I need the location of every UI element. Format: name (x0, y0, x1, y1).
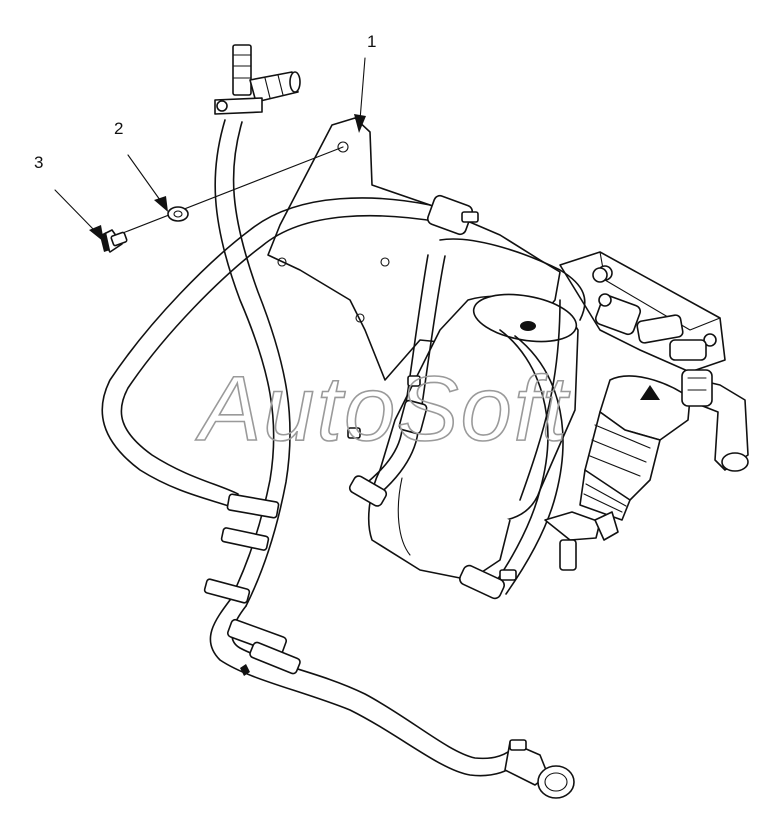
t-fitting-top (214, 44, 301, 115)
upper-hose-fitting (426, 194, 479, 236)
hose-vertical (214, 119, 291, 607)
watermark-text: AutoSoft (195, 358, 570, 460)
bolt-part-3 (99, 229, 128, 253)
hose-clamps (203, 493, 301, 676)
primary-filter (579, 375, 691, 521)
washer-part-2 (167, 206, 189, 222)
callout-number-1: 1 (367, 32, 376, 51)
callout-number-3: 3 (34, 153, 43, 172)
outlet-elbow-right (681, 369, 749, 472)
hose-left-loop (101, 197, 441, 511)
callout-number-2: 2 (114, 119, 123, 138)
elbow-fitting-bottom (504, 739, 575, 799)
hose-bottom (209, 599, 521, 777)
drain-tap (544, 511, 619, 571)
frame-clamps (347, 375, 428, 439)
filter-bottom-fittings (348, 475, 517, 600)
primary-filter-top-fittings (592, 267, 707, 361)
callout-labels: 1 2 3 (34, 32, 376, 172)
